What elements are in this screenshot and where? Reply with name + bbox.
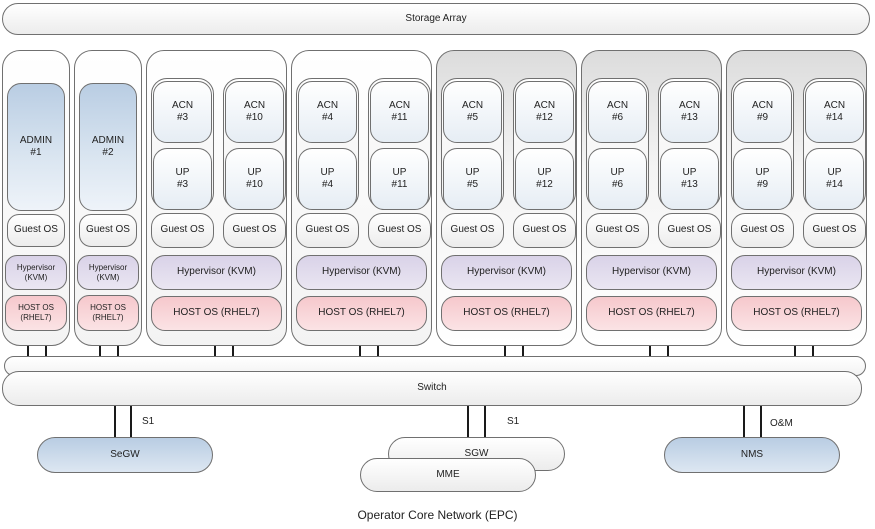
segw-link-b bbox=[130, 406, 132, 438]
hypervisor: Hypervisor (KVM) bbox=[586, 255, 717, 290]
host-os: HOST OS (RHEL7) bbox=[731, 296, 862, 331]
uplink bbox=[667, 346, 669, 358]
acn-node: ACN #14 bbox=[805, 81, 864, 143]
up-node: UP #12 bbox=[515, 148, 574, 210]
om-label: O&M bbox=[770, 418, 793, 429]
guest-os: Guest OS bbox=[79, 214, 137, 247]
admin-vm-app: ADMIN #2 bbox=[79, 83, 137, 211]
guest-os: Guest OS bbox=[513, 213, 576, 248]
guest-os: Guest OS bbox=[296, 213, 359, 248]
guest-os: Guest OS bbox=[7, 214, 65, 247]
segw-link-a bbox=[114, 406, 116, 438]
acn-node: ACN #9 bbox=[733, 81, 792, 143]
up-node: UP #3 bbox=[153, 148, 212, 210]
up-node: UP #4 bbox=[298, 148, 357, 210]
host-os: HOST OS (RHEL7) bbox=[441, 296, 572, 331]
guest-os: Guest OS bbox=[731, 213, 794, 248]
up-node: UP #13 bbox=[660, 148, 719, 210]
hypervisor: Hypervisor (KVM) bbox=[731, 255, 862, 290]
guest-os: Guest OS bbox=[586, 213, 649, 248]
up-node: UP #5 bbox=[443, 148, 502, 210]
host-os: HOST OS (RHEL7) bbox=[151, 296, 282, 331]
s1-label-left: S1 bbox=[142, 416, 155, 427]
acn-node: ACN #13 bbox=[660, 81, 719, 143]
acn-node: ACN #10 bbox=[225, 81, 284, 143]
sgw-link-a bbox=[467, 406, 469, 438]
nms-link-b bbox=[760, 406, 762, 438]
guest-os: Guest OS bbox=[223, 213, 286, 248]
up-node: UP #9 bbox=[733, 148, 792, 210]
acn-node: ACN #5 bbox=[443, 81, 502, 143]
host-os: HOST OS (RHEL7) bbox=[586, 296, 717, 331]
segw-node: SeGW bbox=[37, 437, 213, 473]
hypervisor: Hypervisor (KVM) bbox=[441, 255, 572, 290]
guest-os: Guest OS bbox=[803, 213, 866, 248]
mme-node: MME bbox=[360, 458, 536, 492]
hypervisor: Hypervisor (KVM) bbox=[5, 255, 67, 290]
hypervisor: Hypervisor (KVM) bbox=[77, 255, 139, 290]
guest-os: Guest OS bbox=[368, 213, 431, 248]
hypervisor: Hypervisor (KVM) bbox=[151, 255, 282, 290]
uplink bbox=[812, 346, 814, 358]
uplink bbox=[232, 346, 234, 358]
sgw-link-b bbox=[484, 406, 486, 438]
guest-os: Guest OS bbox=[658, 213, 721, 248]
nms-link-a bbox=[743, 406, 745, 438]
acn-node: ACN #6 bbox=[588, 81, 647, 143]
host-os: HOST OS (RHEL7) bbox=[5, 295, 67, 331]
uplink bbox=[45, 346, 47, 358]
up-node: UP #11 bbox=[370, 148, 429, 210]
s1-label-mid: S1 bbox=[507, 416, 520, 427]
admin-vm-app: ADMIN #1 bbox=[7, 83, 65, 211]
guest-os: Guest OS bbox=[151, 213, 214, 248]
up-node: UP #14 bbox=[805, 148, 864, 210]
diagram-caption: Operator Core Network (EPC) bbox=[357, 508, 518, 522]
guest-os: Guest OS bbox=[441, 213, 504, 248]
hypervisor: Hypervisor (KVM) bbox=[296, 255, 427, 290]
storage-array: Storage Array bbox=[2, 3, 870, 35]
up-node: UP #6 bbox=[588, 148, 647, 210]
host-os: HOST OS (RHEL7) bbox=[77, 295, 139, 331]
up-node: UP #10 bbox=[225, 148, 284, 210]
acn-node: ACN #12 bbox=[515, 81, 574, 143]
acn-node: ACN #11 bbox=[370, 81, 429, 143]
acn-node: ACN #4 bbox=[298, 81, 357, 143]
uplink bbox=[377, 346, 379, 358]
acn-node: ACN #3 bbox=[153, 81, 212, 143]
host-os: HOST OS (RHEL7) bbox=[296, 296, 427, 331]
nms-node: NMS bbox=[664, 437, 840, 473]
switch: Switch bbox=[2, 371, 862, 406]
uplink bbox=[117, 346, 119, 358]
uplink bbox=[522, 346, 524, 358]
